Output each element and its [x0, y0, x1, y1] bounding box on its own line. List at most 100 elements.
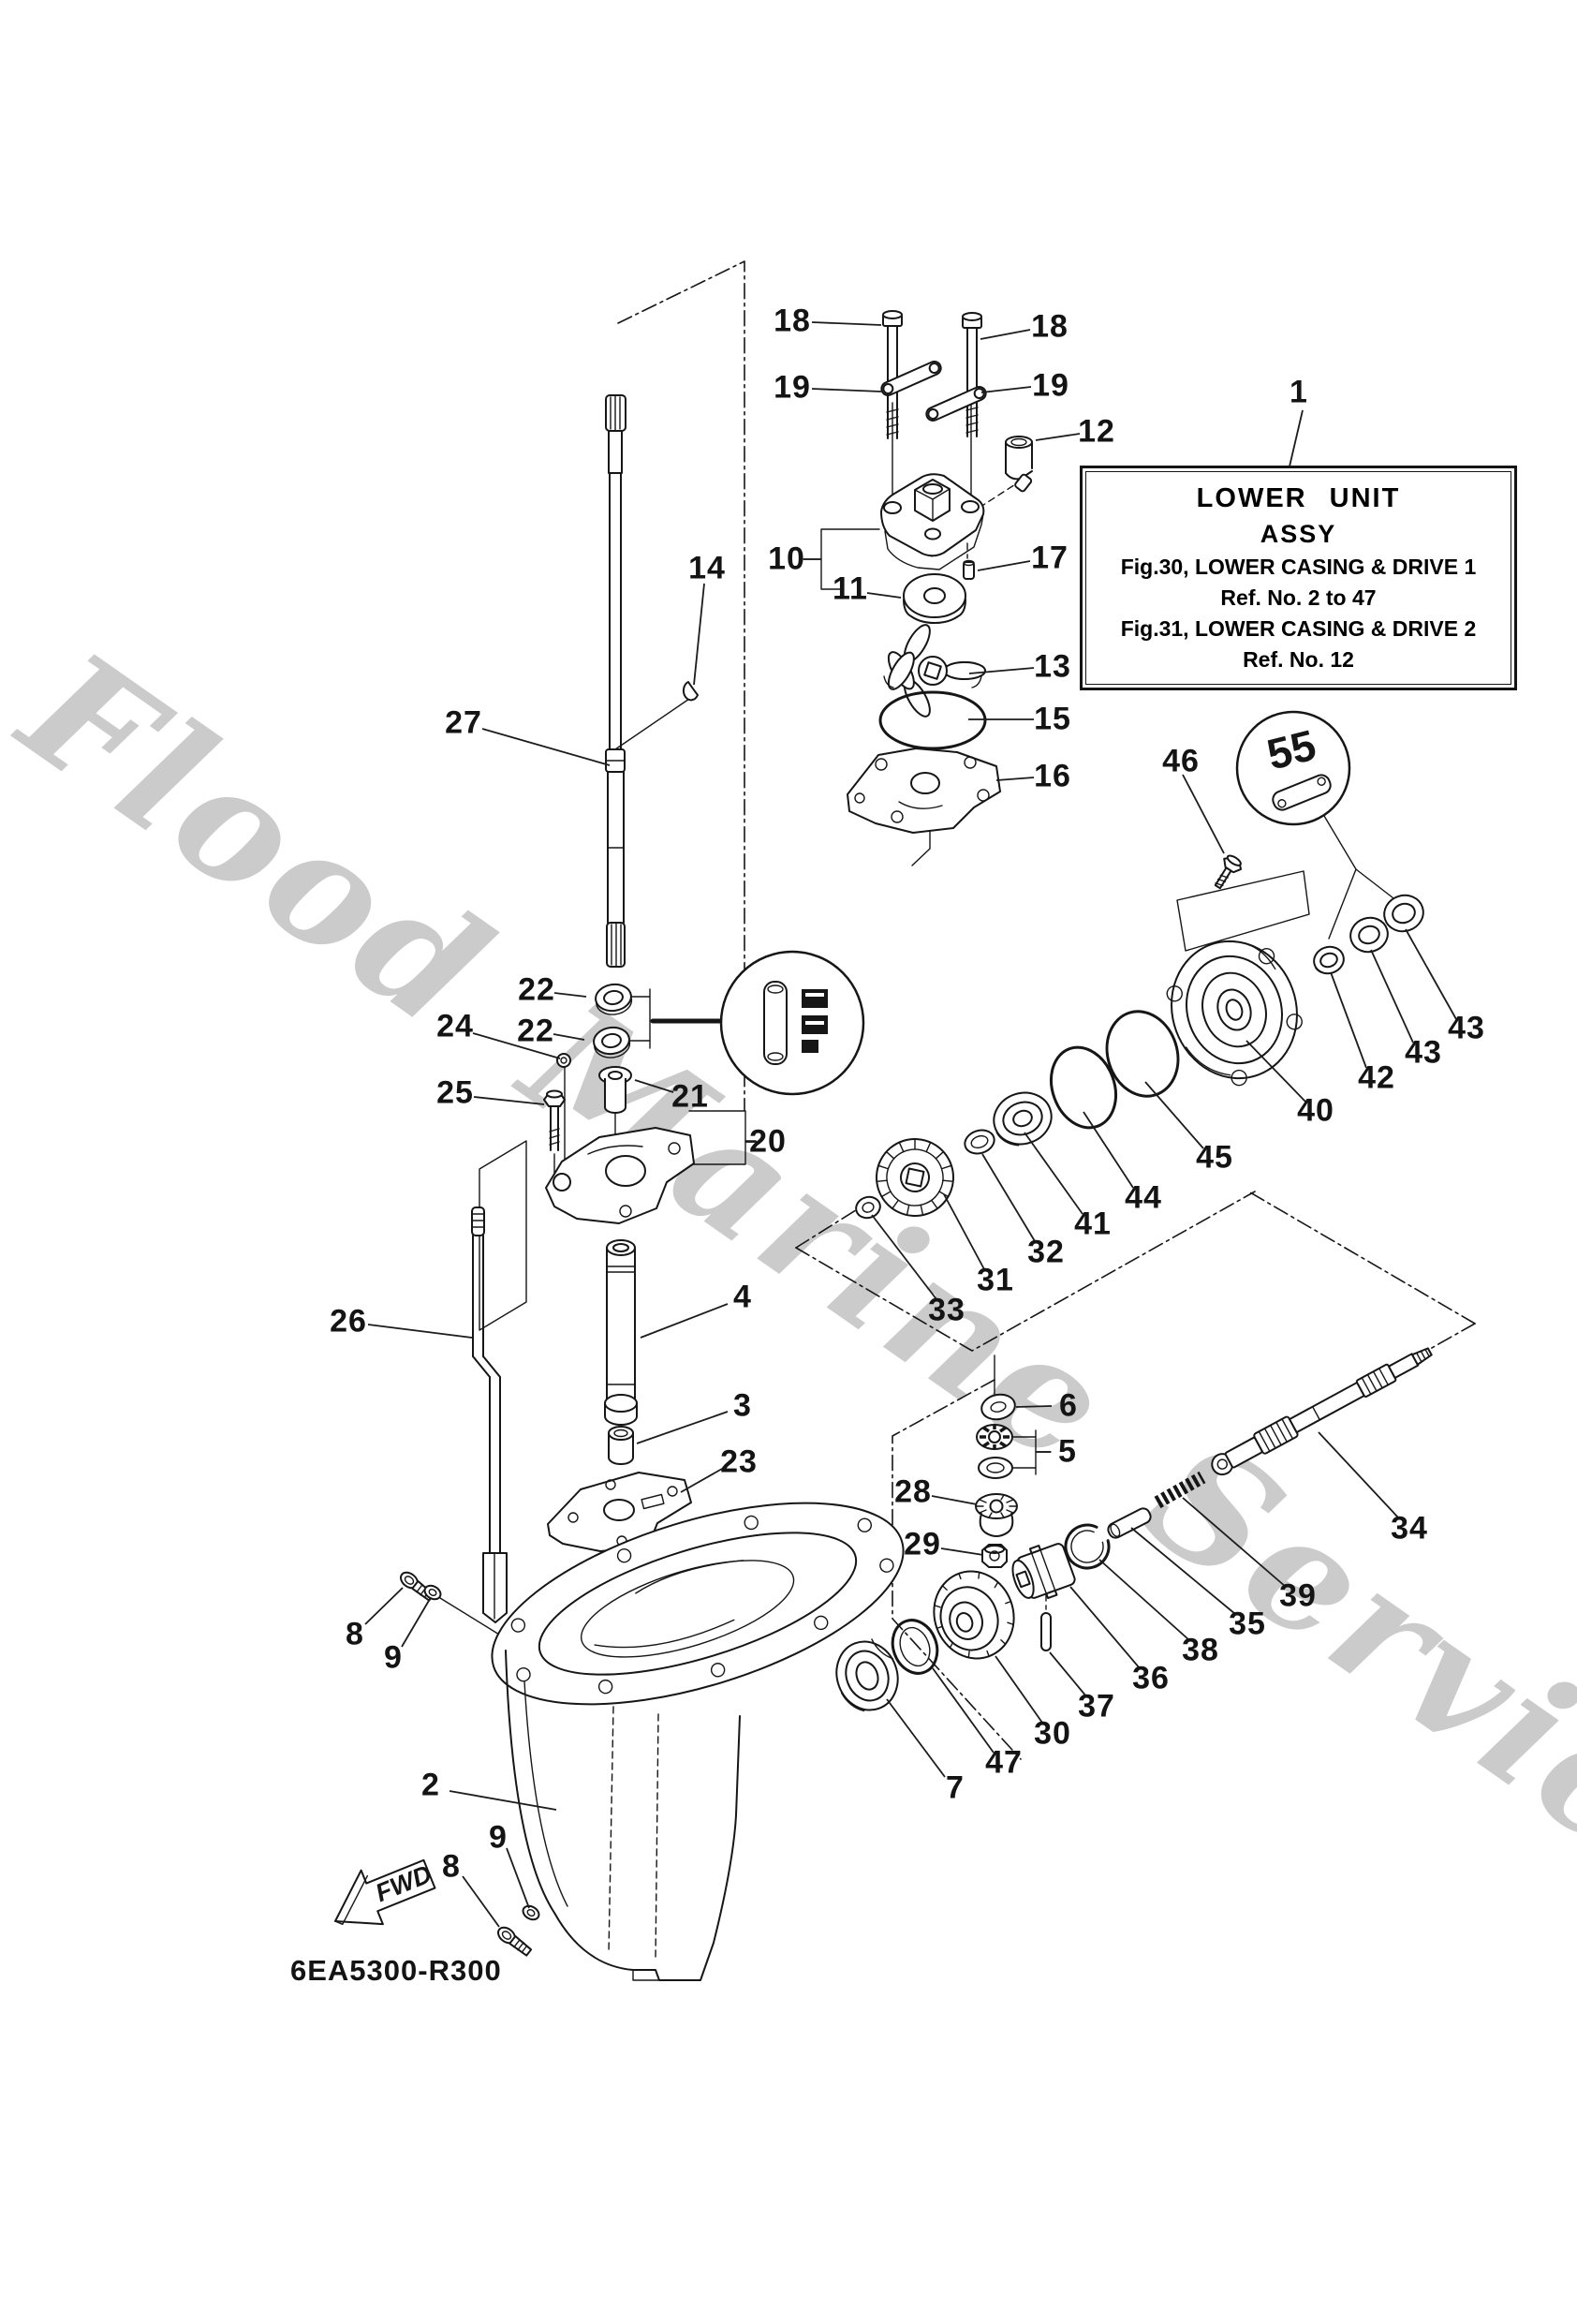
clutch-pin-37	[1040, 1612, 1052, 1651]
callout-27-label: 27	[445, 704, 482, 741]
leader-24	[472, 1032, 561, 1059]
propeller-shaft-34	[1211, 1347, 1433, 1476]
o-ring-44	[1050, 1045, 1117, 1130]
leader-17	[977, 560, 1031, 571]
shim-32	[964, 1129, 995, 1155]
bracket-22	[628, 988, 651, 1049]
callout-23-label: 23	[720, 1443, 758, 1480]
inset-detail-label: 55	[1262, 720, 1320, 779]
leader-41	[1024, 1132, 1083, 1215]
pump-housing-10	[880, 473, 985, 570]
leader-19	[980, 386, 1032, 393]
callout-18-label: 18	[774, 303, 811, 339]
callout-33-label: 33	[928, 1292, 965, 1328]
spacer-42	[1313, 945, 1345, 975]
washer-5	[978, 1457, 1013, 1479]
washer-9-lower	[522, 1904, 540, 1921]
callout-3-label: 3	[733, 1387, 752, 1424]
leader-6	[1015, 1405, 1053, 1408]
leader-40	[1245, 1040, 1306, 1103]
leader-lines	[364, 321, 1457, 1928]
bearing-housing-40	[1166, 940, 1303, 1087]
leader-29	[940, 1547, 984, 1556]
o-ring-15	[878, 690, 987, 750]
pinion-gear-28	[975, 1493, 1018, 1537]
drive-shaft-27	[605, 394, 626, 968]
oil-seal-47	[891, 1619, 939, 1675]
leader-2	[449, 1790, 557, 1811]
leader-28	[931, 1495, 978, 1505]
callout-35-label: 35	[1229, 1606, 1266, 1642]
leader-13	[968, 667, 1035, 674]
retaining-ring-38	[1064, 1523, 1111, 1570]
callout-10-label: 10	[768, 540, 805, 577]
detail-inset-left	[719, 950, 865, 1096]
leader-45	[1144, 1081, 1204, 1149]
callout-36-label: 36	[1132, 1660, 1170, 1696]
bushing-3	[608, 1426, 634, 1465]
leader-19	[811, 388, 882, 392]
bearing-22-upper	[595, 983, 633, 1015]
callout-4-label: 4	[733, 1279, 752, 1315]
callout-2-label: 2	[421, 1767, 440, 1803]
callout-47-label: 47	[985, 1744, 1023, 1781]
fwd-arrow: FWD	[333, 1858, 436, 1926]
callout-15-label: 15	[1034, 701, 1071, 737]
callout-32-label: 32	[1027, 1234, 1065, 1270]
shift-rod-26	[471, 1206, 508, 1623]
leader-42	[1330, 971, 1367, 1069]
leader-36	[1069, 1586, 1141, 1669]
leader-30	[995, 1655, 1043, 1724]
leader-32	[981, 1153, 1036, 1242]
callout-13-label: 13	[1034, 648, 1071, 685]
info-line-4: Ref. No. 2 to 47	[1220, 585, 1377, 610]
bolt-46	[1214, 854, 1243, 890]
bearing-5-roller	[976, 1424, 1013, 1450]
callout-38-label: 38	[1182, 1632, 1219, 1668]
woodruff-key-14	[682, 681, 699, 702]
bracket-20	[681, 1110, 757, 1165]
callout-40-label: 40	[1297, 1092, 1334, 1129]
lower-unit-assy-box: LOWER UNIT ASSY Fig.30, LOWER CASING & D…	[1080, 466, 1517, 690]
info-line-5: Fig.31, LOWER CASING & DRIVE 2	[1120, 616, 1477, 641]
leader-44	[1083, 1111, 1134, 1189]
pump-plate-11	[903, 573, 966, 624]
dowel-pin-17	[963, 559, 975, 580]
leader-46	[1182, 774, 1225, 854]
leader-4	[640, 1303, 729, 1339]
leader-8	[462, 1875, 500, 1928]
leader-33	[871, 1214, 937, 1300]
washer-6	[980, 1393, 1016, 1421]
leader-31	[943, 1193, 985, 1270]
leader-27	[481, 728, 611, 766]
callout-17-label: 17	[1031, 540, 1069, 576]
leader-8	[364, 1587, 404, 1625]
leader-37	[1049, 1651, 1087, 1697]
info-line-1: LOWER UNIT	[1196, 483, 1401, 513]
callout-34-label: 34	[1391, 1510, 1428, 1547]
bearing-22-lower	[593, 1026, 631, 1058]
leader-47	[932, 1667, 995, 1754]
callout-19-label: 19	[774, 369, 811, 406]
callout-12-label: 12	[1078, 413, 1115, 450]
bearing-41	[993, 1091, 1053, 1147]
leader-14	[693, 583, 705, 686]
drawing-code: 6EA5300-R300	[290, 1954, 502, 1987]
callout-42-label: 42	[1358, 1059, 1395, 1096]
panel-sheet-left	[479, 1140, 527, 1331]
info-line-3: Fig.30, LOWER CASING & DRIVE 1	[1120, 555, 1477, 579]
leader-9	[401, 1598, 431, 1648]
callout-19-label: 19	[1032, 367, 1069, 404]
callout-24-label: 24	[436, 1008, 474, 1044]
detail-inset-right: 55	[1235, 710, 1351, 826]
leader-7	[886, 1698, 946, 1778]
gasket-16	[847, 748, 1001, 834]
callout-8-label: 8	[346, 1616, 364, 1652]
shift-plunger-35	[1107, 1507, 1152, 1539]
leader-34	[1318, 1431, 1399, 1518]
leader-18	[980, 329, 1031, 340]
leader-16	[995, 777, 1035, 781]
callout-18-label: 18	[1031, 308, 1069, 345]
info-line-2: ASSY	[1260, 520, 1337, 548]
